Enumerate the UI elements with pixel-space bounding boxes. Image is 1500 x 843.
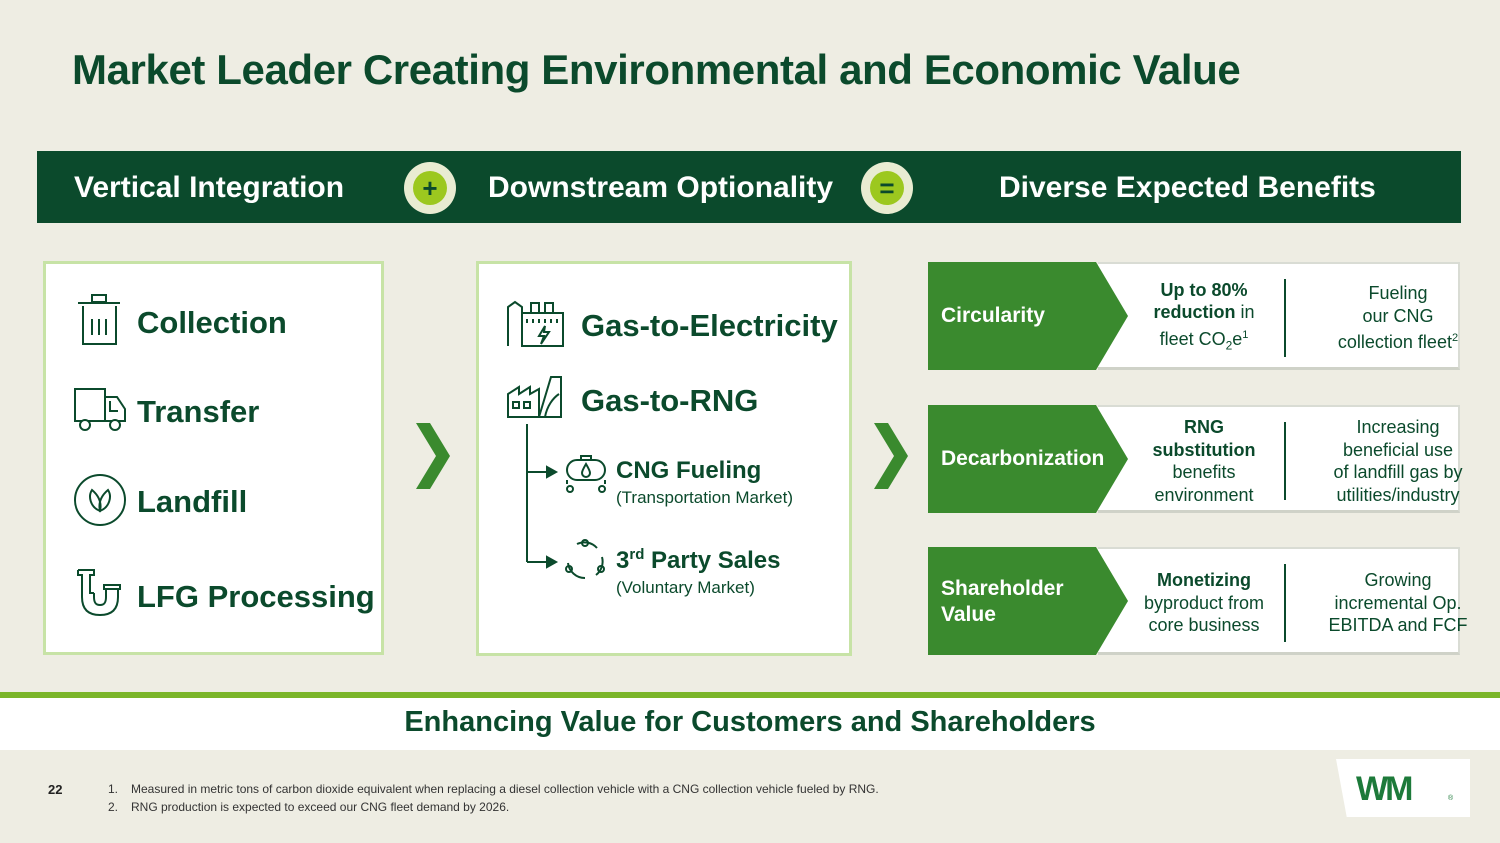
wm-logo-mark: WM ®: [1356, 773, 1454, 803]
benefit-circularity: Up to 80% reduction in fleet CO2e1 Fueli…: [928, 262, 1460, 370]
item-transfer: Transfer: [137, 394, 260, 429]
banner-downstream-optionality: Downstream Optionality: [488, 171, 834, 204]
tree-connector: [526, 424, 559, 569]
truck-icon: [74, 388, 126, 431]
sub-cng-fueling-note: (Transportation Market): [616, 488, 793, 507]
vertical-integration-card: Collection Transfer Landfill LFG Process…: [43, 261, 384, 655]
benefit-decarbonization-col-b: Increasing beneficial use of landfill ga…: [1333, 417, 1463, 505]
svg-text:®: ®: [1448, 794, 1454, 802]
benefit-shareholder-value: Monetizing byproduct from core business …: [928, 547, 1468, 655]
benefit-arrow-shape: [928, 405, 1128, 513]
footer-banner-accent: [0, 692, 1500, 698]
sub-cng-fueling: CNG Fueling: [616, 457, 762, 484]
footer-banner: [0, 698, 1500, 750]
item-lfg-processing: LFG Processing: [137, 579, 375, 614]
benefit-circularity-col-b: Fueling our CNG collection fleet2: [1337, 283, 1459, 353]
footer-banner-text: Enhancing Value for Customers and Shareh…: [404, 706, 1096, 738]
page-title: Market Leader Creating Environmental and…: [72, 46, 1241, 93]
benefit-arrow-shape: [928, 547, 1128, 655]
benefit-decarbonization: RNG substitution benefits environment In…: [928, 405, 1463, 513]
factory-icon: [507, 376, 562, 418]
benefit-arrow-shape: [928, 262, 1128, 370]
header-banner: Vertical Integration + Downstream Option…: [37, 151, 1461, 223]
footnote-2: 2.RNG production is expected to exceed o…: [108, 800, 510, 814]
wm-logo: WM ®: [1336, 759, 1470, 817]
item-landfill: Landfill: [137, 484, 248, 519]
chevron-right-icon: [416, 423, 450, 489]
item-gas-to-rng: Gas-to-RNG: [581, 383, 759, 418]
cycle-icon: [565, 539, 605, 580]
sub-third-party-sales: 3rd Party Sales: [616, 546, 781, 574]
benefit-shareholder-col-a: Monetizing byproduct from core business: [1143, 570, 1265, 636]
benefit-circularity-col-a: Up to 80% reduction in fleet CO2e1: [1153, 279, 1255, 353]
plus-icon: +: [404, 162, 456, 214]
banner-diverse-benefits: Diverse Expected Benefits: [999, 171, 1376, 204]
downstream-optionality-card: Gas-to-Electricity Gas-to-RNG: [476, 261, 852, 656]
leaf-icon: [74, 474, 126, 526]
sub-third-party-sales-note: (Voluntary Market): [616, 578, 755, 597]
banner-vertical-integration: Vertical Integration: [74, 171, 345, 204]
chevron-right-icon: [874, 423, 908, 489]
trash-can-icon: [78, 294, 120, 345]
item-gas-to-electricity: Gas-to-Electricity: [581, 308, 838, 343]
benefit-shareholder-col-b: Growing incremental Op. EBITDA and FCF: [1328, 570, 1468, 636]
svg-text:WM: WM: [1356, 773, 1412, 803]
pipe-icon: [77, 569, 121, 617]
benefit-label-shareholder-value: Shareholder Value: [941, 577, 1064, 626]
equals-icon: =: [861, 162, 913, 214]
benefit-label-circularity: Circularity: [941, 304, 1045, 327]
footnote-1: 1.Measured in metric tons of carbon diox…: [108, 782, 879, 796]
benefit-decarbonization-col-a: RNG substitution benefits environment: [1152, 417, 1256, 505]
power-plant-icon: [507, 300, 564, 347]
page-number: 22: [48, 782, 63, 797]
fuel-tank-icon: [566, 455, 606, 493]
item-collection: Collection: [137, 305, 287, 340]
benefit-label-decarbonization: Decarbonization: [941, 447, 1105, 470]
